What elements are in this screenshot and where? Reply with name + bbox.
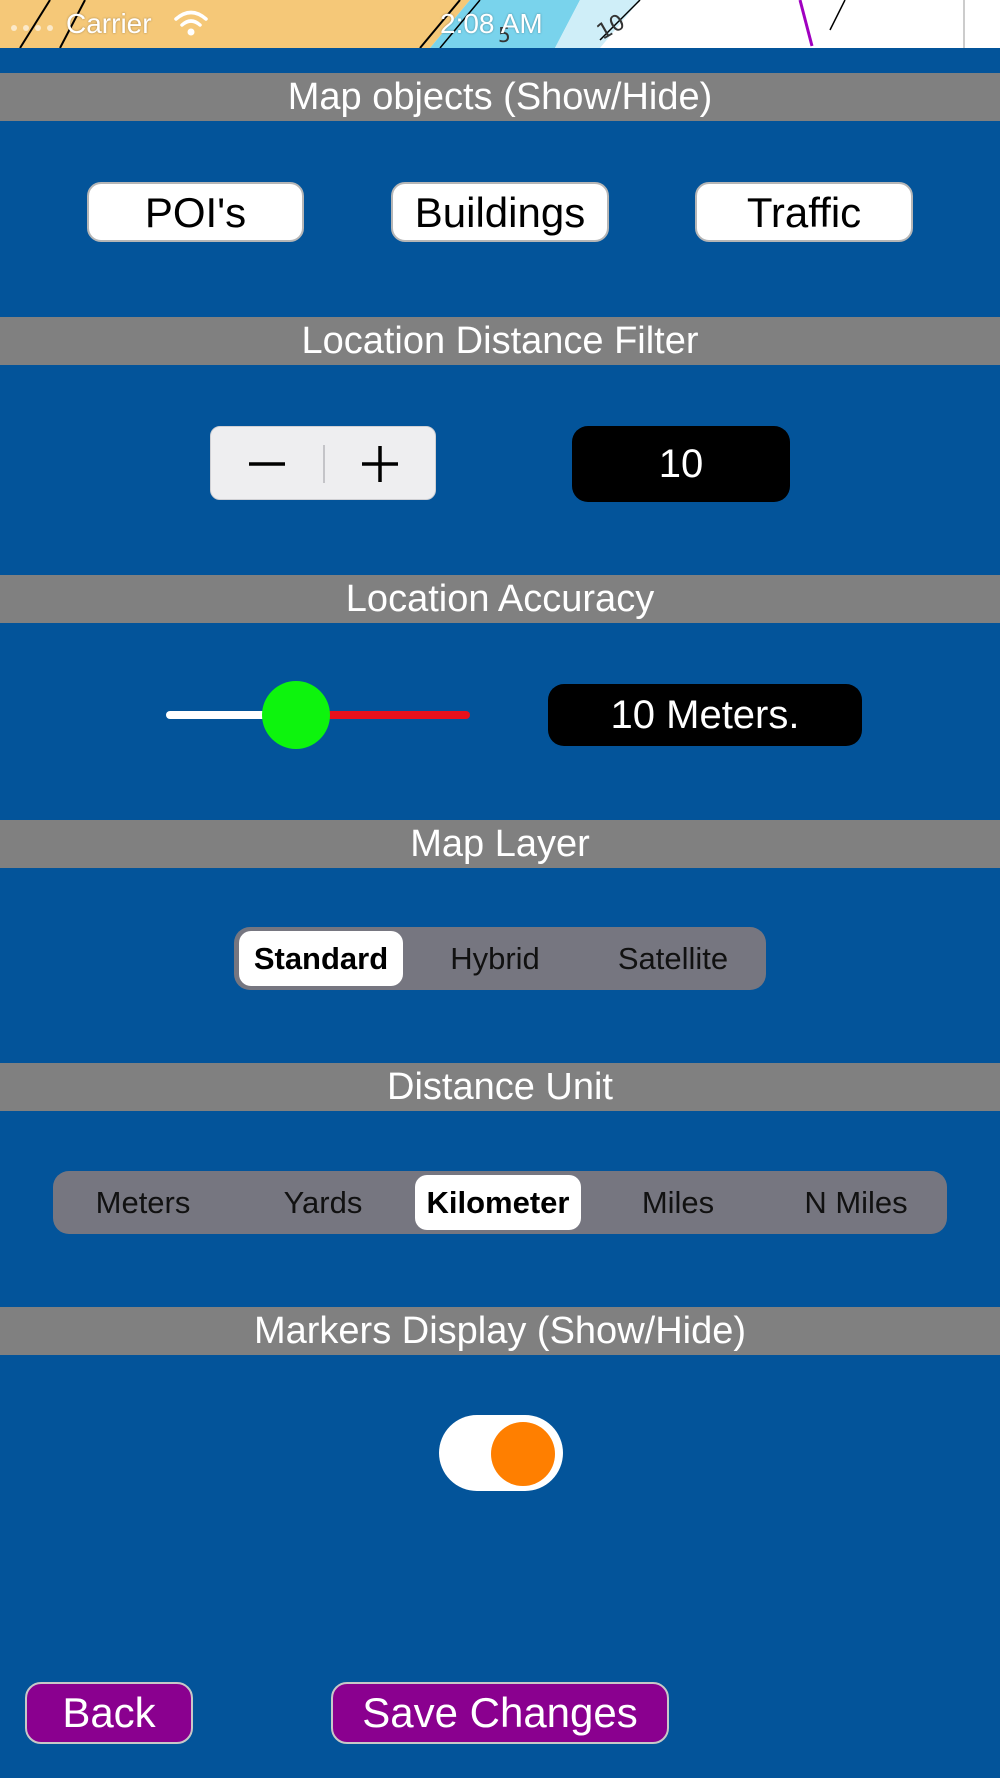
stepper-decrement-button[interactable] xyxy=(211,427,323,501)
distance-unit-segmented-control: Meters Yards Kilometer Miles N Miles xyxy=(53,1171,947,1234)
distance-unit-segment-kilometer[interactable]: Kilometer xyxy=(415,1175,581,1230)
signal-icon xyxy=(11,25,53,31)
switch-knob xyxy=(491,1422,555,1486)
map-label: 5 xyxy=(498,23,511,47)
map-background: 5 10 xyxy=(0,0,1000,48)
status-bar: 5 10 Carrier 2:08 AM xyxy=(0,0,1000,48)
markers-display-switch[interactable] xyxy=(439,1415,563,1491)
status-time: 2:08 AM xyxy=(440,8,543,39)
save-changes-button[interactable]: Save Changes xyxy=(331,1682,669,1744)
map-layer-segment-hybrid[interactable]: Hybrid xyxy=(450,941,540,976)
map-layer-segment-satellite[interactable]: Satellite xyxy=(617,941,729,976)
accuracy-slider-min-track[interactable] xyxy=(166,711,296,719)
distance-filter-value: 10 xyxy=(572,426,790,502)
minus-icon xyxy=(249,462,285,466)
map-layer-segment-standard[interactable]: Standard xyxy=(239,931,403,986)
wifi-icon xyxy=(174,10,208,36)
section-header-map-layer: Map Layer xyxy=(0,820,1000,868)
pois-toggle-button[interactable]: POI's xyxy=(87,182,304,242)
distance-unit-segment-n-miles[interactable]: N Miles xyxy=(804,1185,908,1220)
stepper-divider xyxy=(323,445,325,483)
traffic-toggle-button[interactable]: Traffic xyxy=(695,182,913,242)
accuracy-value: 10 Meters. xyxy=(548,684,862,746)
buildings-toggle-button[interactable]: Buildings xyxy=(391,182,609,242)
stepper-increment-button[interactable] xyxy=(324,427,436,501)
distance-unit-segment-miles[interactable]: Miles xyxy=(641,1185,715,1220)
back-button[interactable]: Back xyxy=(25,1682,193,1744)
distance-unit-segment-meters[interactable]: Meters xyxy=(95,1185,191,1220)
map-layer-segmented-control: Standard Hybrid Satellite xyxy=(234,927,766,990)
accuracy-slider-thumb[interactable] xyxy=(262,681,330,749)
carrier-label: Carrier xyxy=(66,8,152,39)
section-header-distance-unit: Distance Unit xyxy=(0,1063,1000,1111)
distance-stepper xyxy=(210,426,436,500)
plus-icon xyxy=(362,446,398,482)
section-header-location-accuracy: Location Accuracy xyxy=(0,575,1000,623)
accuracy-slider-max-track[interactable] xyxy=(296,711,470,719)
section-header-map-objects: Map objects (Show/Hide) xyxy=(0,73,1000,121)
section-header-distance-filter: Location Distance Filter xyxy=(0,317,1000,365)
distance-unit-segment-yards[interactable]: Yards xyxy=(283,1185,363,1220)
section-header-markers-display: Markers Display (Show/Hide) xyxy=(0,1307,1000,1355)
